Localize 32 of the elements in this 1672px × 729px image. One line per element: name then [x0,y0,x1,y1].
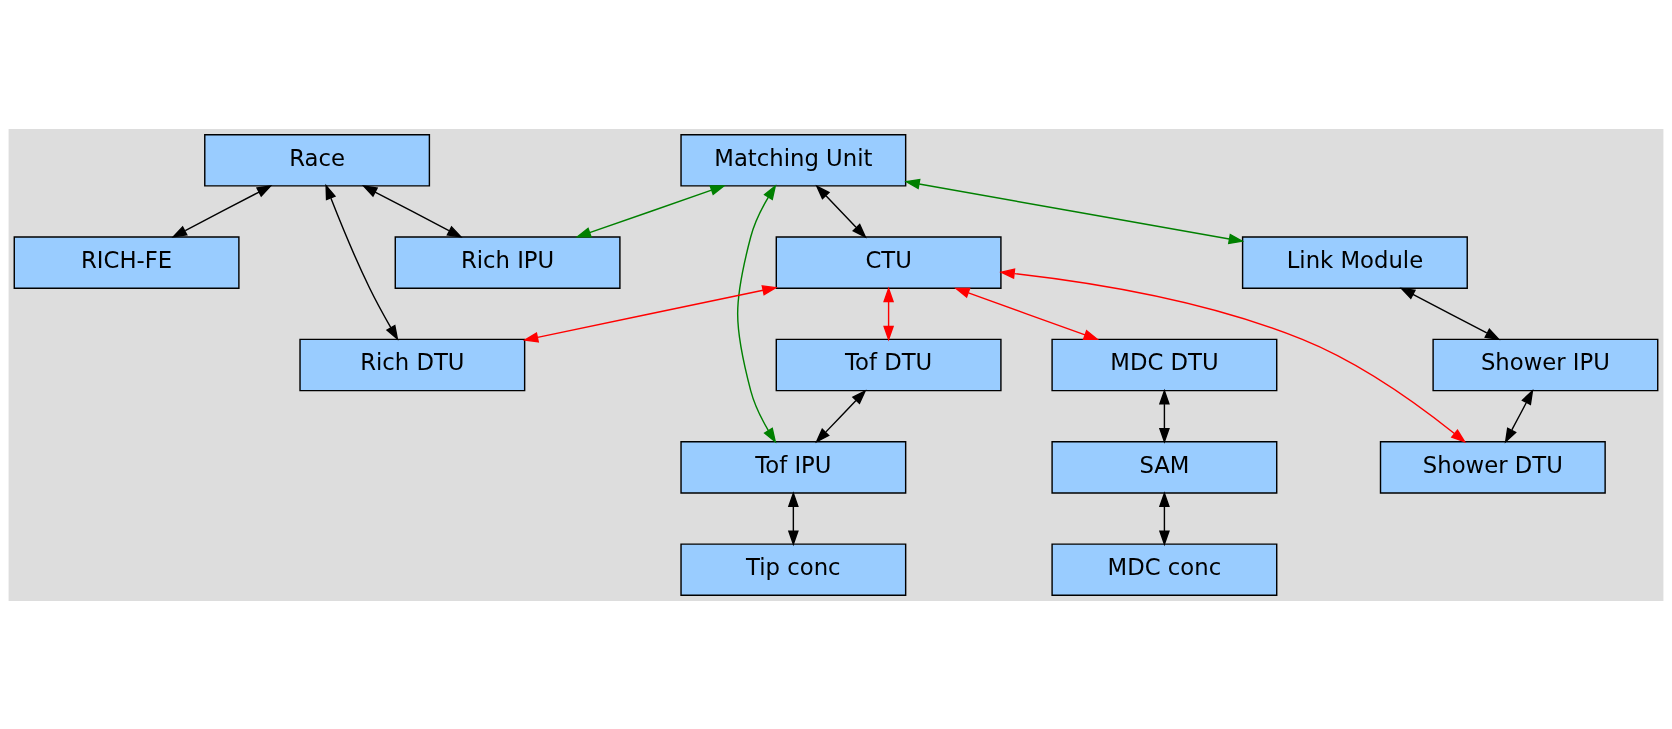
node-box: Link Module [1241,235,1468,289]
arrow [1399,286,1501,340]
arrow [171,184,273,238]
arrow [787,490,799,546]
arrow [815,184,867,238]
arrow [575,184,726,238]
node-box: Tip conc [680,542,907,596]
arrow [522,284,778,343]
arrow [815,388,867,443]
node-box: SAM [1051,440,1278,494]
arrow [904,178,1245,244]
arrow [361,184,463,238]
arrow [883,286,895,341]
node-box: Matching Unit [680,133,907,187]
node-box: RICH-FE [13,235,240,289]
node-box: Tof IPU [680,440,907,494]
node-box: MDC conc [1051,542,1278,596]
node-box: Tof DTU [775,338,1002,391]
node-box: Shower DTU [1379,440,1606,494]
arrow [999,267,1467,443]
arrow [1158,388,1170,444]
arrow [736,183,777,443]
arrow [1158,490,1170,546]
node-box: Shower IPU [1432,338,1659,391]
arrow [325,183,399,341]
node-box: Race [204,133,431,187]
arrow [954,287,1100,340]
node-box: MDC DTU [1051,338,1278,391]
arrow [1504,388,1534,444]
node-box: CTU [775,235,1002,289]
node-box: Rich DTU [299,338,526,391]
node-box: Rich IPU [394,235,621,289]
